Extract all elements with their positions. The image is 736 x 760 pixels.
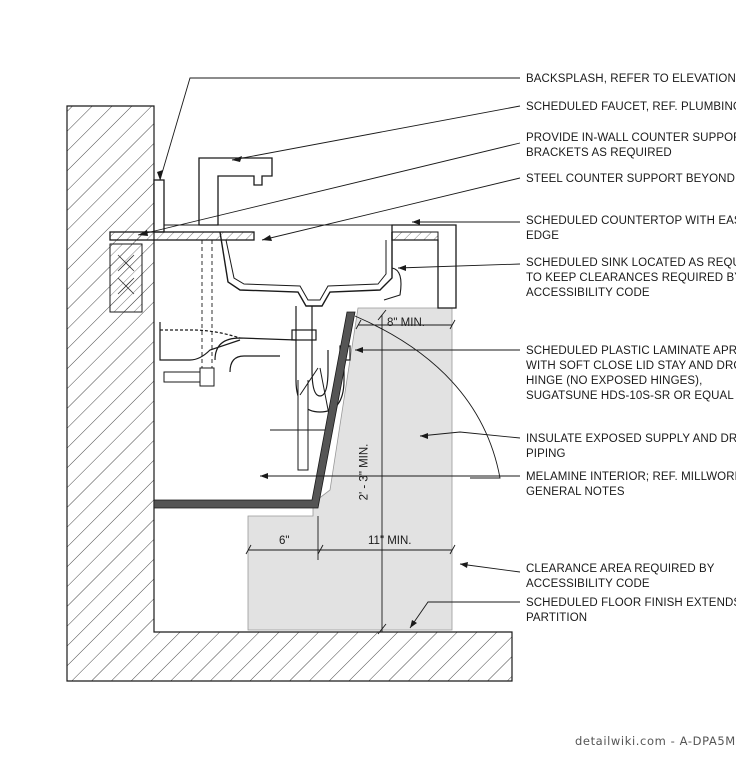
dim-toe-clear: 11" MIN. xyxy=(368,535,412,547)
note-melamine: MELAMINE INTERIOR; REF. MILLWORK GENERAL… xyxy=(526,471,736,498)
apron-swing-arc xyxy=(354,315,501,479)
backsplash xyxy=(153,179,165,233)
supply-line xyxy=(201,240,213,380)
dim-knee-height: 2' - 3" MIN. xyxy=(358,443,371,501)
note-clearance: CLEARANCE AREA REQUIRED BY ACCESSIBILITY… xyxy=(526,563,715,590)
note-insulate: INSULATE EXPOSED SUPPLY AND DRAIN PIPING xyxy=(526,433,736,460)
dim-toe-depth: 6" xyxy=(279,535,290,547)
wall-and-floor xyxy=(66,105,513,682)
p-trap xyxy=(159,306,351,413)
note-counter-support: PROVIDE IN-WALL COUNTER SUPPORT BRACKETS… xyxy=(526,132,736,159)
note-apron: SCHEDULED PLASTIC LAMINATE APRON WITH SO… xyxy=(526,345,736,402)
note-steel-support: STEEL COUNTER SUPPORT BEYOND SINK xyxy=(526,173,735,185)
dimension-lines xyxy=(245,309,456,635)
note-backsplash: BACKSPLASH, REFER TO ELEVATION xyxy=(526,73,736,85)
note-sink: SCHEDULED SINK LOCATED AS REQUIRED TO KE… xyxy=(526,257,736,299)
leader-arrows xyxy=(138,156,468,628)
watermark: detailwiki.com - A-DPA5M xyxy=(575,734,736,748)
clearance-area xyxy=(247,307,453,631)
counter-support-bracket xyxy=(109,243,143,313)
stop-valves xyxy=(163,367,331,471)
countertop xyxy=(109,231,255,241)
dim-knee-depth: 8" MIN. xyxy=(387,317,425,329)
faucet xyxy=(198,157,273,226)
leader-lines xyxy=(137,77,521,629)
sink-bowl xyxy=(219,231,393,307)
note-floor-finish: SCHEDULED FLOOR FINISH EXTENDS TO PARTIT… xyxy=(526,597,736,624)
note-faucet: SCHEDULED FAUCET, REF. PLUMBING xyxy=(526,101,736,113)
note-countertop: SCHEDULED COUNTERTOP WITH EASED EDGE xyxy=(526,215,736,242)
apron-panel xyxy=(153,311,356,509)
